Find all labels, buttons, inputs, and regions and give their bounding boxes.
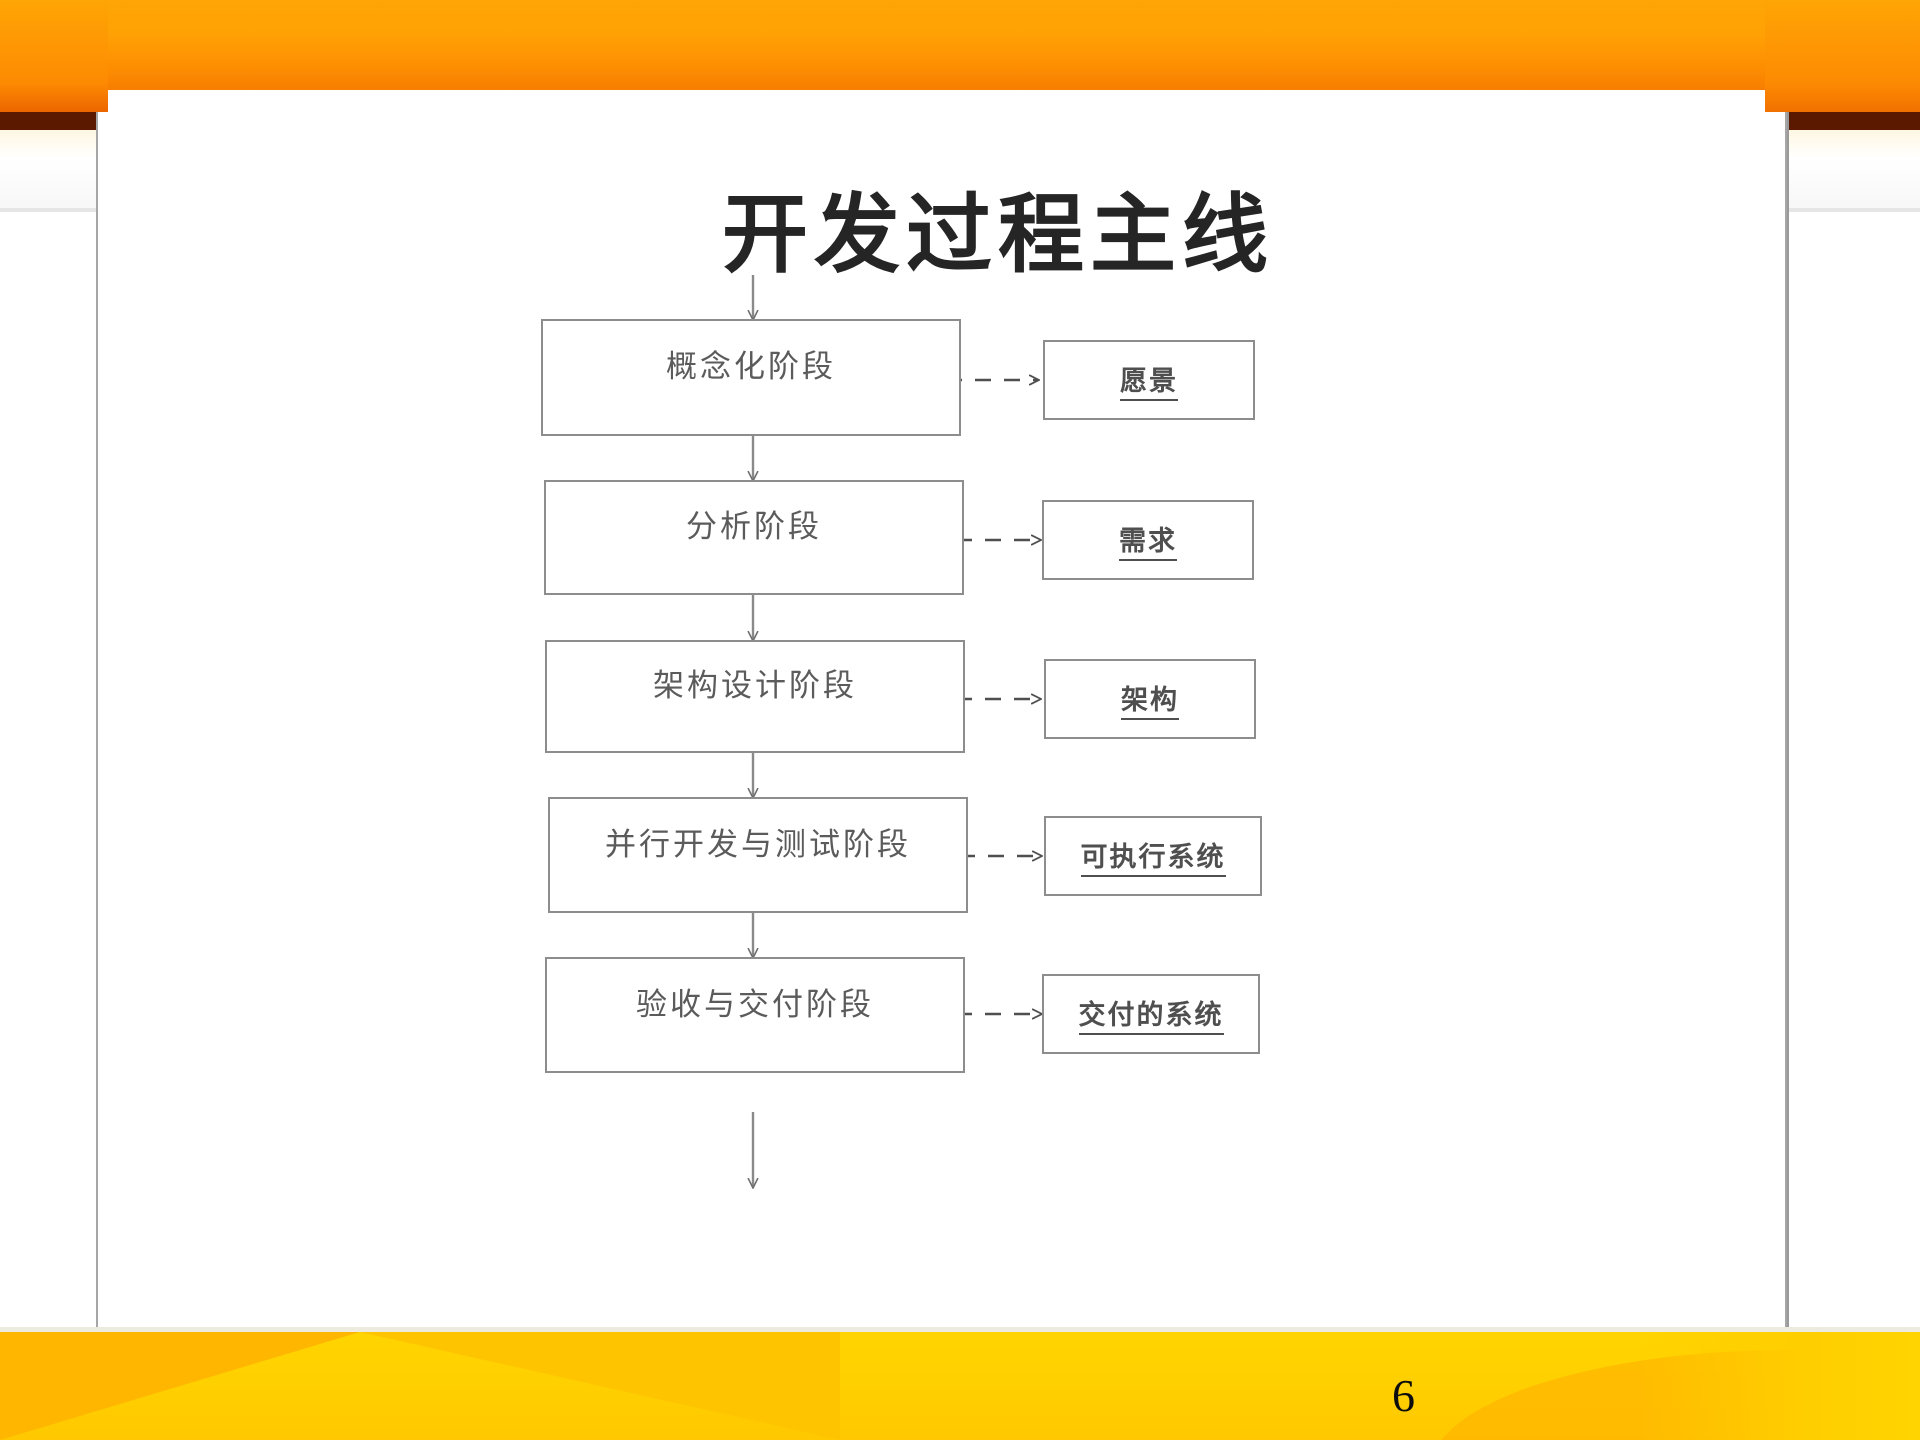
bottom-wedge-right (1640, 1332, 1920, 1440)
content-frame-left-edge (96, 112, 99, 1362)
top-left-fade-strip (0, 130, 108, 210)
top-right-grey-line (1765, 208, 1920, 212)
bottom-hairline (0, 1327, 1920, 1332)
artifact-label-4: 可执行系统 (1080, 835, 1226, 877)
artifact-box-5[interactable]: 交付的系统 (1042, 974, 1260, 1054)
stage-box-1[interactable]: 概念化阶段 (541, 319, 961, 436)
top-right-dark-bar (1765, 112, 1920, 130)
artifact-label-2: 需求 (1119, 519, 1177, 561)
artifact-box-1[interactable]: 愿景 (1043, 340, 1255, 420)
artifact-label-3: 架构 (1121, 678, 1179, 720)
top-right-fade-strip (1765, 130, 1920, 210)
top-left-grey-line (0, 208, 108, 212)
artifact-box-3[interactable]: 架构 (1044, 659, 1256, 739)
top-right-accent-wedge (1765, 0, 1920, 118)
top-left-accent-wedge (0, 0, 108, 118)
stage-label-5: 验收与交付阶段 (636, 986, 874, 1023)
bottom-wedge-middle (360, 1332, 840, 1440)
stage-box-3[interactable]: 架构设计阶段 (545, 640, 965, 753)
bottom-wedge-left (0, 1332, 360, 1440)
bottom-accent-band (0, 1332, 1920, 1440)
content-frame-right-edge (1786, 112, 1789, 1362)
stage-box-4[interactable]: 并行开发与测试阶段 (548, 797, 968, 913)
top-left-dark-bar (0, 112, 108, 130)
top-orange-band (0, 0, 1920, 90)
development-process-diagram: 开发过程主线 (98, 112, 1785, 1362)
stage-box-5[interactable]: 验收与交付阶段 (545, 957, 965, 1073)
diagram-title: 开发过程主线 (722, 184, 1274, 285)
stage-label-1: 概念化阶段 (666, 349, 836, 385)
artifact-label-5: 交付的系统 (1078, 993, 1224, 1035)
stage-label-3: 架构设计阶段 (653, 668, 857, 704)
stage-box-2[interactable]: 分析阶段 (544, 480, 964, 595)
artifact-label-1: 愿景 (1120, 359, 1178, 401)
artifact-box-4[interactable]: 可执行系统 (1044, 816, 1262, 896)
page-number: 6 (1392, 1370, 1415, 1421)
artifact-box-2[interactable]: 需求 (1042, 500, 1254, 580)
stage-label-4: 并行开发与测试阶段 (605, 826, 911, 863)
stage-label-2: 分析阶段 (686, 509, 822, 545)
